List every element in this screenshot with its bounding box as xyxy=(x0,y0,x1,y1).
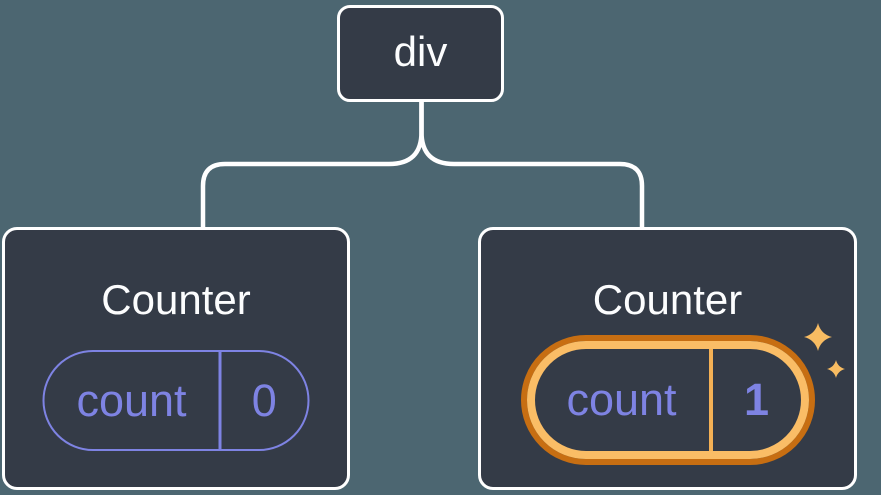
state-pill: count 0 xyxy=(42,350,310,451)
pill-divider xyxy=(708,349,713,451)
tree-node-counter-right: Counter count 1 xyxy=(478,227,857,490)
sparkle-small xyxy=(827,360,845,378)
state-pill-highlight-ring: count 1 xyxy=(520,335,815,465)
state-value: 0 xyxy=(251,374,277,426)
state-pill-highlighted: count 1 xyxy=(526,341,809,459)
sparkles-icon xyxy=(804,323,845,378)
connector-branch-right xyxy=(419,102,645,227)
sparkle-large xyxy=(804,323,832,351)
state-key-label: count xyxy=(76,374,187,426)
node-label: div xyxy=(393,27,448,75)
connector-branch-left xyxy=(200,102,424,227)
tree-node-div: div xyxy=(337,5,504,102)
pill-divider xyxy=(218,352,221,449)
tree-node-counter-left: Counter count 0 xyxy=(2,227,350,490)
state-value: 1 xyxy=(743,374,770,425)
component-name: Counter xyxy=(101,276,251,323)
component-name: Counter xyxy=(592,276,743,323)
state-key-label: count xyxy=(566,374,677,425)
